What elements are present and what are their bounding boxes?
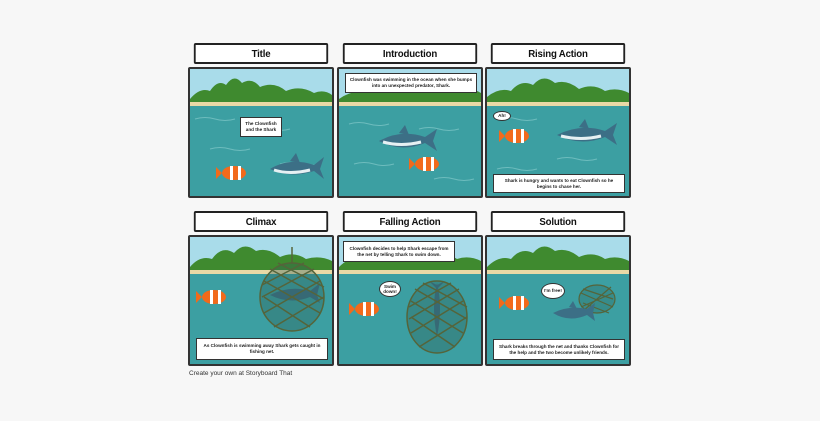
clownfish-figure [349,302,379,316]
speech-bubble: I'm free! [541,283,565,299]
ocean-scene-image [190,69,332,196]
panel-caption: Clownfish was swimming in the ocean when… [345,73,477,93]
panel-caption: Shark is hungry and wants to eat Clownfi… [493,174,625,193]
storyboard-cell-climax: Climax A [188,211,334,366]
panel-scene: Ah! Shark is hungry and wants to eat Clo… [485,67,631,198]
storyboard-that-credit-link[interactable]: Create your own at Storyboard That [189,370,293,377]
panel-scene: As Clownfish is swimming away Shark gets… [188,235,334,366]
shark-figure [379,125,437,151]
panel-header: Solution [490,211,626,232]
speech-bubble: Swim down! [379,281,401,297]
shark-figure [553,301,595,321]
storyboard-cell-introduction: Introduction [337,43,483,198]
panel-scene: I'm free! Shark breaks through the net a… [485,235,631,366]
fishing-net [578,284,616,314]
clownfish-figure [196,290,226,304]
shark-figure [270,283,320,303]
panel-caption: As Clownfish is swimming away Shark gets… [196,338,328,360]
speech-bubble: Ah! [493,111,511,121]
panel-header: Rising Action [490,43,626,64]
clownfish-figure [216,166,246,180]
shark-figure [429,281,445,337]
panel-header: Falling Action [342,211,478,232]
clownfish-figure [409,157,439,171]
fishing-net [259,247,325,332]
storyboard-cell-title: Title Th [188,43,334,198]
panel-scene: The Clownfish and the Shark [188,67,334,198]
storyboard-cell-solution: Solution [485,211,631,366]
panel-caption: Clownfish decides to help Shark escape f… [343,241,455,262]
shark-figure [557,119,617,145]
panel-caption: The Clownfish and the Shark [240,117,282,137]
shark-figure [270,153,324,179]
panel-caption: Shark breaks through the net and thanks … [493,339,625,360]
storyboard-cell-falling-action: Falling Action [337,211,483,366]
fishing-net [406,280,468,354]
panel-scene: Clownfish was swimming in the ocean when… [337,67,483,198]
panel-header: Climax [193,211,329,232]
panel-scene: Clownfish decides to help Shark escape f… [337,235,483,366]
clownfish-figure [499,296,529,310]
panel-header: Title [193,43,329,64]
storyboard: Title Th [188,43,633,373]
storyboard-cell-rising-action: Rising Action [485,43,631,198]
clownfish-figure [499,129,529,143]
panel-header: Introduction [342,43,478,64]
